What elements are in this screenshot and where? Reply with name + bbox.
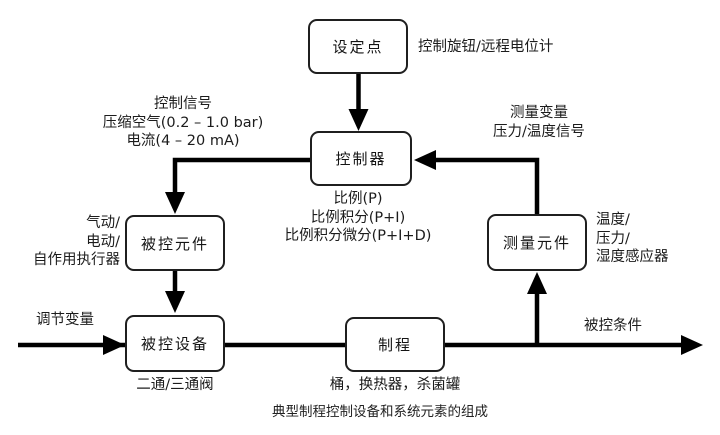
actuator-line1: 气动/ (86, 215, 120, 231)
controlled-element-box: 被控元件 (125, 215, 225, 271)
control-signal-line3: 电流(4 – 20 mA) (126, 133, 240, 149)
sensor-line1: 温度/ (596, 212, 630, 228)
arrowhead-down-controller (348, 109, 369, 131)
pid-modes-label: 比例(P) 比例积分(P+I) 比例积分微分(P+I+D) (253, 190, 463, 246)
controller-box: 控制器 (310, 131, 412, 186)
measured-variable-line2: 压力/温度信号 (493, 123, 585, 140)
setpoint-box: 设定点 (308, 19, 408, 74)
arrowhead-into-device (103, 335, 125, 355)
setpoint-note-label: 控制旋钮/远程电位计 (418, 39, 554, 55)
control-signal-label: 控制信号 压缩空气(0.2 – 1.0 bar) 电流(4 – 20 mA) (82, 95, 284, 151)
process-box: 制程 (345, 317, 445, 372)
wire-controller-to-element (172, 157, 311, 194)
arrowhead-down-device (165, 291, 185, 313)
actuator-line3: 自作用执行器 (33, 252, 120, 268)
pid-modes-line1: 比例(P) (333, 191, 383, 207)
valve-note-label: 二通/三通阀 (136, 377, 214, 393)
controlled-condition-label: 被控条件 (584, 318, 642, 334)
arrowhead-down-element (165, 192, 185, 214)
control-signal-line1: 控制信号 (154, 96, 212, 112)
pid-modes-line2: 比例积分(P+I) (310, 209, 406, 226)
sensor-types-label: 温度/ 压力/ 湿度感应器 (596, 211, 669, 267)
control-signal-line2: 压缩空气(0.2 – 1.0 bar) (102, 114, 264, 131)
process-examples-label: 桶，换热器，杀菌罐 (329, 377, 461, 393)
controlled-device-box: 被控设备 (125, 315, 225, 372)
arrowhead-left-controller (414, 150, 436, 170)
pid-modes-line3: 比例积分微分(P+I+D) (284, 228, 432, 244)
measured-variable-label: 测量变量 压力/温度信号 (455, 104, 623, 141)
sensor-line3: 湿度感应器 (596, 249, 669, 265)
arrowhead-up-measuring (527, 272, 547, 294)
measured-variable-line1: 测量变量 (510, 105, 568, 121)
arrowhead-flow-out (681, 335, 703, 355)
wire-measuring-to-controller (434, 157, 540, 216)
diagram-caption: 典型制程控制设备和系统元素的组成 (272, 404, 488, 420)
actuator-line2: 电动/ (86, 233, 120, 250)
regulating-variable-label: 调节变量 (36, 312, 94, 328)
actuator-types-label: 气动/ 电动/ 自作用执行器 (8, 214, 120, 270)
measuring-element-box: 测量元件 (487, 214, 587, 271)
sensor-line2: 压力/ (596, 230, 630, 247)
